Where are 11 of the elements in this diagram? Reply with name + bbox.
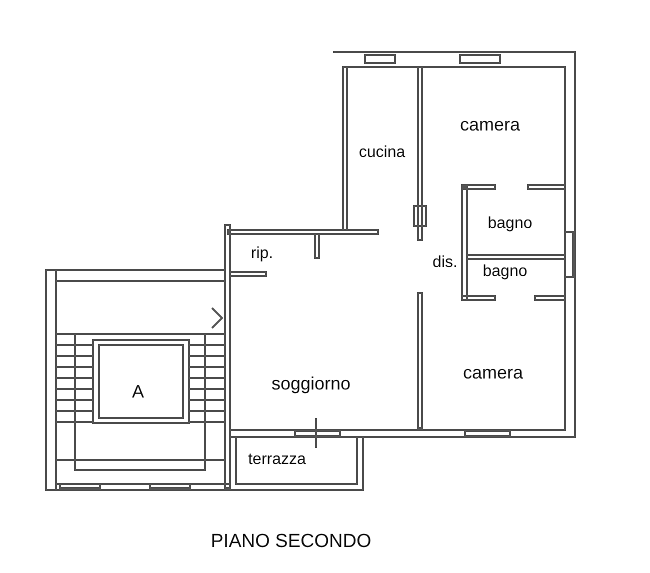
room-label: A	[132, 382, 144, 402]
room-label: camera	[460, 114, 520, 136]
room-label: bagno	[488, 215, 532, 233]
room-label: terrazza	[248, 451, 306, 469]
room-label: rip.	[250, 245, 274, 263]
room-label: bagno	[482, 263, 528, 281]
room-label: dis.	[432, 254, 458, 272]
room-label: soggiorno	[271, 374, 351, 394]
room-label: camera	[462, 362, 524, 384]
floor-title: PIANO SECONDO	[210, 531, 372, 553]
room-label: cucina	[358, 144, 406, 162]
